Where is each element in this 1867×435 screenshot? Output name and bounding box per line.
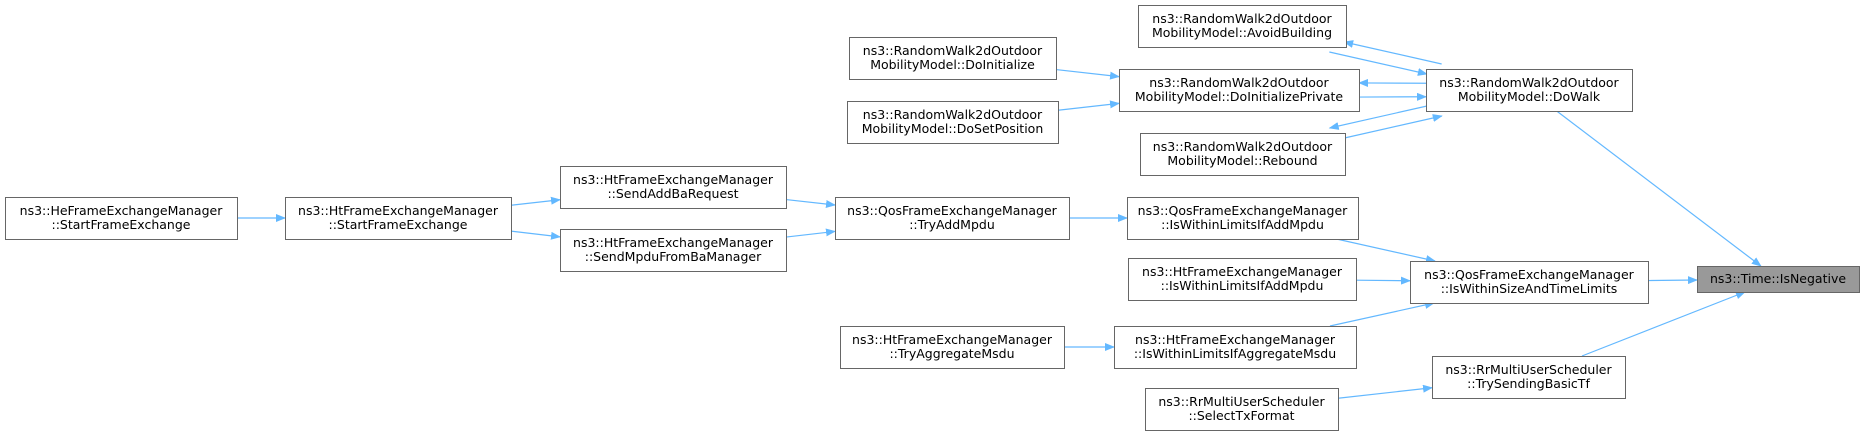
edge-rebound-to-do_walk: [1344, 114, 1443, 139]
node-label-line: ns3::HtFrameExchangeManager: [573, 172, 774, 187]
node-box: [1426, 69, 1633, 112]
node-box: [840, 326, 1065, 369]
node-label-line: ns3::HtFrameExchangeManager: [1142, 264, 1343, 279]
edge-ht_is_within_limits_agg-to-qos_is_within_size: [1329, 301, 1435, 327]
edge-ht_send_mpdu_ba-to-qos_try_add_mpdu: [785, 228, 836, 238]
node-ht-try-agg-msdu[interactable]: ns3::HtFrameExchangeManager::TryAggregat…: [840, 326, 1065, 369]
nodes-layer: ns3::Time::IsNegative ns3::RandomWalk2dOu…: [5, 5, 1860, 431]
node-label-line: ns3::RandomWalk2dOutdoor: [1439, 75, 1619, 90]
node-label-line: ::IsWithinSizeAndTimeLimits: [1441, 281, 1618, 296]
node-box: [849, 37, 1057, 80]
node-label-line: ns3::HeFrameExchangeManager: [20, 203, 224, 218]
node-label-line: ns3::QosFrameExchangeManager: [1138, 203, 1348, 218]
edge-do_walk-to-is_negative: [1556, 110, 1762, 267]
edge-avoid_building-to-do_walk: [1329, 51, 1428, 76]
node-ht-is-within-limits-add[interactable]: ns3::HtFrameExchangeManager::IsWithinLim…: [1128, 258, 1357, 301]
node-label-line: ::StartFrameExchange: [329, 217, 468, 232]
node-ht-start-frame[interactable]: ns3::HtFrameExchangeManager::StartFrameE…: [285, 197, 512, 240]
node-box: [1119, 69, 1360, 112]
node-do-initialize-private[interactable]: ns3::RandomWalk2dOutdoorMobilityModel::D…: [1119, 69, 1360, 112]
edge-do_walk-to-rebound: [1328, 105, 1428, 130]
node-box: [285, 197, 512, 240]
edge-ht_is_within_limits_add-to-qos_is_within_size: [1355, 276, 1411, 285]
node-box: [1432, 356, 1626, 399]
edge-rr_select_tx-to-rr_try_sending: [1337, 384, 1433, 399]
node-label-line: ::SelectTxFormat: [1188, 408, 1294, 423]
node-rebound[interactable]: ns3::RandomWalk2dOutdoorMobilityModel::R…: [1140, 133, 1346, 176]
node-label-line: ::TrySendingBasicTf: [1467, 376, 1590, 391]
node-box: [1138, 5, 1347, 48]
node-ht-send-mpdu-ba[interactable]: ns3::HtFrameExchangeManager::SendMpduFro…: [560, 229, 787, 272]
node-label-line: MobilityModel::AvoidBuilding: [1152, 25, 1332, 40]
node-label-line: ns3::RrMultiUserScheduler: [1158, 394, 1325, 409]
edge-do_initialize-to-do_initialize_private: [1055, 68, 1120, 80]
node-label-line: ns3::RandomWalk2dOutdoor: [863, 107, 1043, 122]
node-label-line: ::IsWithinLimitsIfAggregateMsdu: [1134, 346, 1336, 361]
node-avoid-building[interactable]: ns3::RandomWalk2dOutdoorMobilityModel::A…: [1138, 5, 1347, 48]
node-rr-select-tx[interactable]: ns3::RrMultiUserScheduler::SelectTxForma…: [1145, 388, 1339, 431]
node-label-line: ns3::QosFrameExchangeManager: [1424, 267, 1634, 282]
node-qos-is-within-size[interactable]: ns3::QosFrameExchangeManager::IsWithinSi…: [1410, 261, 1649, 304]
node-label-line: ::SendMpduFromBaManager: [585, 249, 762, 264]
node-is-negative[interactable]: ns3::Time::IsNegative: [1697, 266, 1860, 293]
node-box: [1145, 388, 1339, 431]
node-box: [1410, 261, 1649, 304]
node-do-set-position[interactable]: ns3::RandomWalk2dOutdoorMobilityModel::D…: [847, 101, 1059, 144]
node-label-line: ::SendAddBaRequest: [607, 186, 738, 201]
node-label-line: ns3::RandomWalk2dOutdoor: [1152, 11, 1332, 26]
node-label-line: ::IsWithinLimitsIfAddMpdu: [1161, 278, 1324, 293]
edge-do_set_position-to-do_initialize_private: [1057, 100, 1120, 111]
edge-do_walk-to-avoid_building: [1343, 40, 1442, 65]
node-do-initialize[interactable]: ns3::RandomWalk2dOutdoorMobilityModel::D…: [849, 37, 1057, 80]
node-box: [560, 229, 787, 272]
node-label-line: ns3::RrMultiUserScheduler: [1445, 362, 1612, 377]
node-label-line: ns3::RandomWalk2dOutdoor: [1153, 139, 1333, 154]
node-label-line: ns3::HtFrameExchangeManager: [852, 332, 1053, 347]
node-label-line: MobilityModel::DoInitializePrivate: [1135, 89, 1344, 104]
edge-ht_start_frame-to-ht_send_mpdu_ba: [510, 230, 561, 240]
node-label-line: ns3::HtFrameExchangeManager: [1135, 332, 1336, 347]
edge-ht_send_add_ba-to-qos_try_add_mpdu: [785, 198, 836, 208]
node-label-line: ::TryAggregateMsdu: [889, 346, 1014, 361]
node-he-start-frame[interactable]: ns3::HeFrameExchangeManager::StartFrameE…: [5, 197, 238, 240]
node-box: [1114, 326, 1357, 369]
edge-qos_is_within_limits_add-to-qos_is_within_size: [1336, 238, 1436, 263]
node-label-line: MobilityModel::DoWalk: [1458, 89, 1601, 104]
node-box: [1697, 266, 1860, 293]
node-label-line: ns3::RandomWalk2dOutdoor: [1149, 75, 1329, 90]
node-label-line: ::IsWithinLimitsIfAddMpdu: [1161, 217, 1324, 232]
node-ht-send-add-ba[interactable]: ns3::HtFrameExchangeManager::SendAddBaRe…: [560, 166, 787, 209]
node-label-line: MobilityModel::DoSetPosition: [862, 121, 1044, 136]
node-ht-is-within-limits-agg[interactable]: ns3::HtFrameExchangeManager::IsWithinLim…: [1114, 326, 1357, 369]
node-label-line: ::TryAddMpdu: [909, 217, 995, 232]
node-box: [1127, 197, 1359, 240]
edge-ht_start_frame-to-ht_send_add_ba: [510, 196, 561, 206]
node-box: [847, 101, 1059, 144]
node-box: [5, 197, 238, 240]
edges-layer: [237, 40, 1762, 399]
node-rr-try-sending[interactable]: ns3::RrMultiUserScheduler::TrySendingBas…: [1432, 356, 1626, 399]
node-box: [835, 197, 1070, 240]
node-qos-try-add-mpdu[interactable]: ns3::QosFrameExchangeManager::TryAddMpdu: [835, 197, 1070, 240]
node-box: [560, 166, 787, 209]
node-label-line: ns3::Time::IsNegative: [1710, 271, 1846, 286]
node-label-line: MobilityModel::Rebound: [1167, 153, 1317, 168]
node-do-walk[interactable]: ns3::RandomWalk2dOutdoorMobilityModel::D…: [1426, 69, 1633, 112]
node-label-line: ::StartFrameExchange: [52, 217, 191, 232]
node-label-line: ns3::HtFrameExchangeManager: [573, 235, 774, 250]
node-qos-is-within-limits-add[interactable]: ns3::QosFrameExchangeManager::IsWithinLi…: [1127, 197, 1359, 240]
edge-rr_try_sending-to-is_negative: [1581, 291, 1746, 357]
edge-qos_is_within_size-to-is_negative: [1647, 276, 1698, 285]
node-box: [1140, 133, 1346, 176]
node-label-line: ns3::RandomWalk2dOutdoor: [863, 43, 1043, 58]
node-label-line: ns3::QosFrameExchangeManager: [847, 203, 1057, 218]
node-label-line: MobilityModel::DoInitialize: [870, 57, 1035, 72]
node-box: [1128, 258, 1357, 301]
node-label-line: ns3::HtFrameExchangeManager: [298, 203, 499, 218]
